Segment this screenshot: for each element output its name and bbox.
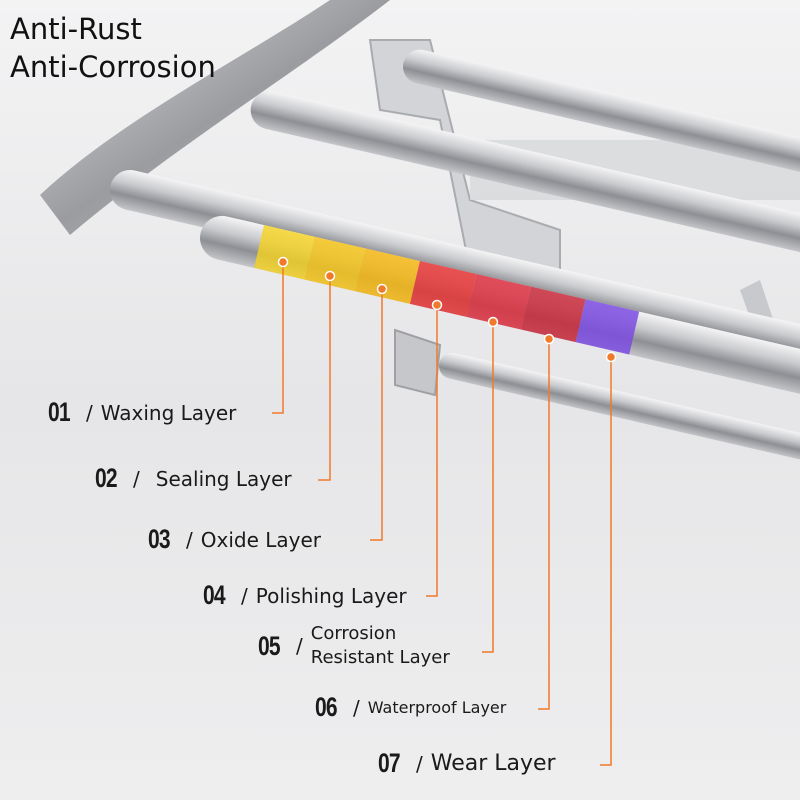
layer-number: 06 <box>315 692 338 722</box>
headline-line-2: Anti-Corrosion <box>10 50 216 84</box>
layer-separator: / <box>353 695 360 720</box>
layer-name: Corrosion Resistant Layer <box>311 622 450 670</box>
rack-bar <box>438 352 800 468</box>
layer-separator: / <box>86 400 93 425</box>
layer-band-5 <box>466 274 531 330</box>
layer-label-06: 06 / Waterproof Layer <box>315 692 506 723</box>
rack-bar <box>403 49 800 189</box>
layer-separator: / <box>133 466 140 491</box>
layer-label-03: 03 / Oxide Layer <box>148 524 321 555</box>
layer-separator: / <box>416 751 423 776</box>
layer-label-04: 04 / Polishing Layer <box>203 580 407 611</box>
layer-name: Polishing Layer <box>255 583 407 608</box>
layer-number: 07 <box>378 748 401 778</box>
layer-name-line-1: Corrosion <box>310 623 397 644</box>
layer-label-07: 07 / Wear Layer <box>378 748 556 779</box>
layer-label-05: 05 / Corrosion Resistant Layer <box>258 622 450 670</box>
layer-name: Waxing Layer <box>100 400 237 425</box>
layer-name: Wear Layer <box>430 751 556 776</box>
layer-name: Oxide Layer <box>200 527 322 552</box>
layer-band-3 <box>355 248 420 304</box>
layer-band-4 <box>409 261 477 317</box>
layer-separator: / <box>241 583 248 608</box>
layer-band-1 <box>254 225 315 280</box>
leader-lines <box>272 262 612 766</box>
layer-separator: / <box>296 634 303 658</box>
layer-band-6 <box>521 286 586 343</box>
layer-band-2 <box>304 236 366 292</box>
layer-label-01: 01 / Waxing Layer <box>48 397 236 428</box>
layer-number: 01 <box>48 397 71 427</box>
leader-dots <box>277 256 617 363</box>
layer-number: 03 <box>148 524 171 554</box>
headline: Anti-Rust Anti-Corrosion <box>10 10 216 86</box>
headline-line-1: Anti-Rust <box>10 12 142 46</box>
layer-number: 02 <box>95 463 118 493</box>
layer-name-line-2: Resistant Layer <box>310 647 450 668</box>
layer-separator: / <box>186 527 193 552</box>
layer-number: 04 <box>203 580 226 610</box>
layer-label-02: 02 / Sealing Layer <box>95 463 292 494</box>
layer-name: Waterproof Layer <box>367 698 507 717</box>
layer-number: 05 <box>258 630 281 661</box>
layer-band-7 <box>575 299 640 355</box>
layer-name: Sealing Layer <box>155 466 292 491</box>
rack-bar <box>250 91 800 256</box>
